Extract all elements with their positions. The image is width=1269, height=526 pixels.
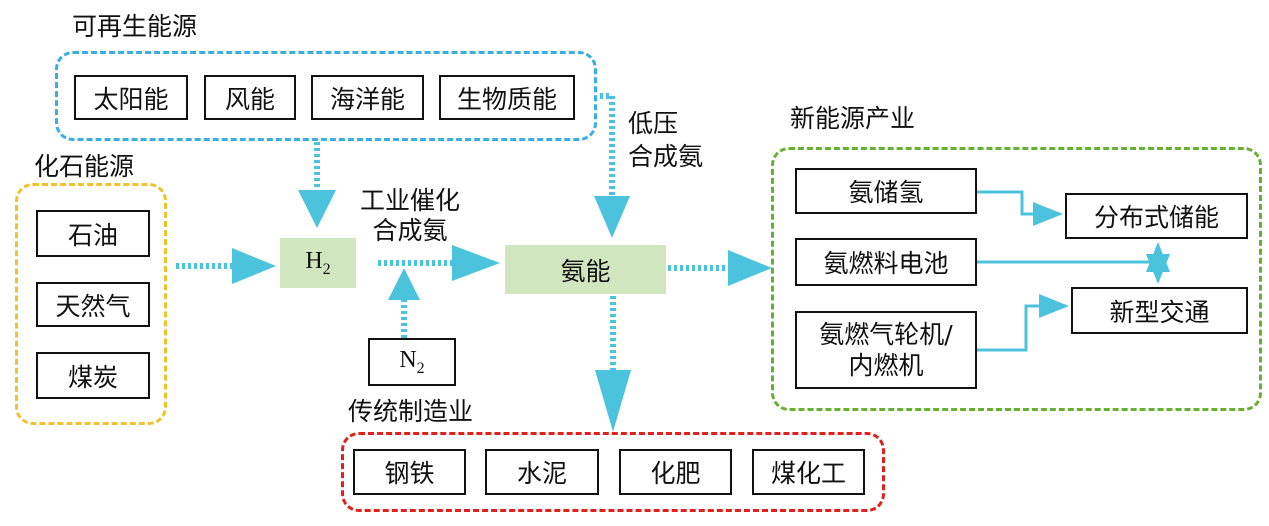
renewable-group-frame	[55, 51, 597, 141]
traditional-item-fertilizer: 化肥	[619, 449, 732, 495]
fossil-item-coal: 煤炭	[36, 352, 150, 399]
fossil-item-gas: 天然气	[36, 282, 150, 327]
renewable-item-biomass: 生物质能	[439, 75, 575, 120]
h2-base: H	[305, 247, 323, 274]
h2-subscript: 2	[322, 260, 331, 278]
n2-subscript: 2	[416, 359, 425, 377]
new-energy-new-transport: 新型交通	[1071, 287, 1248, 334]
h2-node: H2	[280, 238, 356, 288]
renewable-title: 可再生能源	[72, 12, 198, 41]
n2-formula: N2	[399, 347, 424, 378]
fossil-item-oil: 石油	[36, 210, 150, 257]
ammonia-energy-node: 氨能	[505, 245, 666, 294]
new-energy-distributed-storage: 分布式储能	[1065, 193, 1248, 239]
industrial-catalysis-label: 工业催化 合成氨	[359, 186, 460, 245]
renewable-item-solar: 太阳能	[74, 75, 188, 120]
traditional-item-steel: 钢铁	[353, 449, 466, 495]
renewable-item-wind: 风能	[204, 75, 296, 120]
new-energy-group-frame	[771, 147, 1262, 411]
traditional-item-coal-chemical: 煤化工	[752, 449, 865, 495]
low-pressure-synthesis-label: 低压 合成氨	[628, 109, 704, 171]
n2-node: N2	[368, 338, 456, 386]
new-energy-ammonia-turbine-engine: 氨燃气轮机/ 内燃机	[795, 311, 977, 389]
n2-base: N	[399, 346, 417, 373]
new-energy-title: 新能源产业	[790, 104, 916, 133]
h2-formula: H2	[305, 248, 330, 279]
new-energy-ammonia-hydrogen-storage: 氨储氢	[795, 168, 977, 214]
renewable-item-ocean: 海洋能	[311, 75, 424, 120]
traditional-item-cement: 水泥	[485, 449, 599, 495]
traditional-title: 传统制造业	[348, 397, 474, 426]
new-energy-ammonia-fuel-cell: 氨燃料电池	[795, 238, 977, 286]
traditional-group-frame	[341, 432, 885, 512]
fossil-title: 化石能源	[34, 152, 135, 181]
fossil-group-frame	[15, 183, 167, 425]
